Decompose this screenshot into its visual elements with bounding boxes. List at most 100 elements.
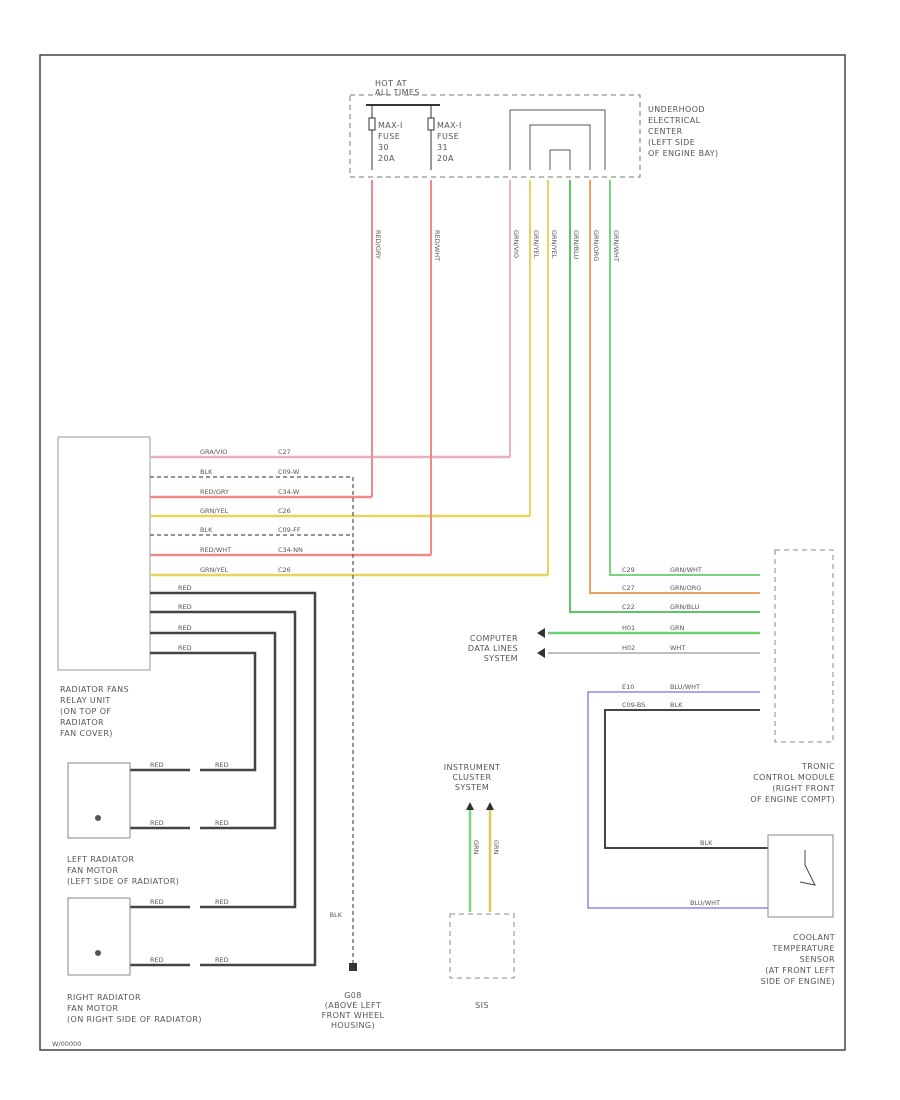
motor-wire-label-7: RED — [215, 956, 229, 964]
coolant-sensor-box — [767, 834, 834, 918]
relay-wire-color-1: BLK — [200, 468, 213, 476]
ic-label-line-1: CLUSTER — [453, 773, 492, 782]
hot-label-line-0: HOT AT — [375, 79, 407, 88]
sensor-wire-label-0: BLK — [700, 839, 713, 847]
wire-grn-org — [589, 180, 760, 594]
fuse-wire-label-0: RED/GRY — [374, 230, 382, 259]
left-motor-label-line-2: (LEFT SIDE OF RADIATOR) — [67, 877, 179, 886]
fuse2-symbol — [427, 117, 435, 131]
relay-wire-color-5: RED/WHT — [200, 546, 231, 554]
computer-data-label-line-2: SYSTEM — [484, 654, 518, 663]
wire-red-1 — [150, 591, 317, 967]
wire-ground-1 — [150, 476, 354, 965]
data-arrow-1 — [537, 628, 545, 638]
wire-blu-wht — [587, 691, 768, 909]
ground-label-line-2: FRONT WHEEL — [322, 1011, 385, 1020]
tronic-row-code-5: E10 — [622, 683, 634, 691]
tronic-box — [774, 549, 834, 743]
ic-wire-label-0: GRN — [472, 840, 480, 855]
ic-arrow-2 — [486, 802, 494, 810]
tronic-row-code-3: H01 — [622, 624, 635, 632]
relay-wire-code-4: C09-FF — [278, 526, 301, 534]
relay-label-line-0: RADIATOR FANS — [60, 685, 129, 694]
fuse1-label-line-1: FUSE — [378, 132, 400, 141]
relay-wire-code-0: C27 — [278, 448, 291, 456]
relay-wire-code-6: C26 — [278, 566, 291, 574]
ic-arrow-1 — [466, 802, 474, 810]
ic-label-line-0: INSTRUMENT — [444, 763, 501, 772]
tronic-row-color-0: GRN/WHT — [670, 566, 702, 574]
center-wire-label-0: GRN/VIO — [512, 230, 520, 258]
relay-red-label-2: RED — [178, 624, 192, 632]
right-motor-symbol — [95, 950, 101, 956]
sensor-wire-label-1: BLU/WHT — [690, 899, 720, 907]
motor-wire-label-4: RED — [150, 898, 164, 906]
computer-data-label-line-1: DATA LINES — [468, 644, 518, 653]
relay-red-label-1: RED — [178, 603, 192, 611]
fuse1-label-line-2: 30 — [378, 143, 389, 152]
computer-data-label-line-0: COMPUTER — [470, 634, 518, 643]
ground-symbol — [349, 963, 357, 971]
ic-label-line-2: SYSTEM — [455, 783, 489, 792]
relay-label-line-4: FAN COVER) — [60, 729, 113, 738]
tronic-label-line-0: TRONIC — [801, 762, 835, 771]
right-motor-box — [67, 897, 131, 976]
relay-wire-color-4: BLK — [200, 526, 213, 534]
tronic-row-color-3: GRN — [670, 624, 685, 632]
footer-code: W/00000 — [52, 1040, 81, 1048]
data-arrow-2 — [537, 648, 545, 658]
tronic-row-color-1: GRN/ORG — [670, 584, 701, 592]
fuse2-label-line-1: FUSE — [437, 132, 459, 141]
sis-label: SIS — [475, 1001, 489, 1010]
uhc-label-line-1: ELECTRICAL — [648, 116, 701, 125]
tronic-row-color-2: GRN/BLU — [670, 603, 699, 611]
tronic-label-line-3: OF ENGINE COMPT) — [750, 795, 835, 804]
left-motor-label-line-0: LEFT RADIATOR — [67, 855, 134, 864]
uhc-label-line-3: (LEFT SIDE — [648, 138, 695, 147]
tronic-row-code-4: H02 — [622, 644, 635, 652]
relay-wire-code-2: C34-W — [278, 488, 300, 496]
hot-label-line-1: ALL TIMES — [375, 88, 420, 97]
relay-unit-box — [57, 436, 151, 671]
right-motor-label-line-1: FAN MOTOR — [67, 1004, 118, 1013]
tronic-row-code-1: C27 — [622, 584, 635, 592]
motor-wire-label-1: RED — [215, 761, 229, 769]
center-wire-label-1: GRN/YEL — [532, 230, 540, 259]
tronic-row-color-5: BLU/WHT — [670, 683, 700, 691]
ground-label-line-3: HOUSING) — [331, 1021, 375, 1030]
ic-wire-label-1: GRN — [492, 840, 500, 855]
center-wire-label-5: GRN/WHT — [612, 230, 620, 262]
sis-box — [449, 913, 515, 979]
tronic-row-color-6: BLK — [670, 701, 683, 709]
underhood-center-box — [349, 94, 641, 178]
uhc-label-line-4: OF ENGINE BAY) — [648, 149, 719, 158]
uhc-loop-middle — [529, 124, 591, 170]
fuse-wire-label-1: RED/WHT — [433, 230, 441, 261]
relay-red-label-0: RED — [178, 584, 192, 592]
motor-wire-label-6: RED — [150, 956, 164, 964]
relay-label-line-2: (ON TOP OF — [60, 707, 111, 716]
fuse1-label-line-3: 20A — [378, 154, 395, 163]
fuse2-label-line-2: 31 — [437, 143, 448, 152]
wire-red-4 — [150, 651, 257, 772]
right-motor-label-line-0: RIGHT RADIATOR — [67, 993, 141, 1002]
wire-grn-wht — [609, 180, 760, 576]
left-motor-box — [67, 762, 131, 839]
uhc-label-line-0: UNDERHOOD — [648, 105, 705, 114]
tronic-row-code-0: C29 — [622, 566, 635, 574]
ground-wire-label: BLK — [330, 911, 343, 919]
fuse2-label-line-3: 20A — [437, 154, 454, 163]
fuse1-label-line-0: MAX-I — [378, 121, 403, 130]
fuse1-symbol — [368, 117, 376, 131]
relay-wire-color-2: RED/GRY — [200, 488, 229, 496]
tronic-row-code-6: C09-BS — [622, 701, 645, 709]
ground-label-line-0: G08 — [344, 991, 362, 1000]
tronic-label-line-1: CONTROL MODULE — [753, 773, 835, 782]
wire-blk-sensor — [604, 709, 768, 849]
tronic-row-color-4: WHT — [670, 644, 685, 652]
center-wire-label-3: GRN/BLU — [572, 230, 580, 259]
coolant-label-line-3: (AT FRONT LEFT — [765, 966, 835, 975]
wire-red-2 — [150, 610, 297, 909]
motor-wire-label-0: RED — [150, 761, 164, 769]
